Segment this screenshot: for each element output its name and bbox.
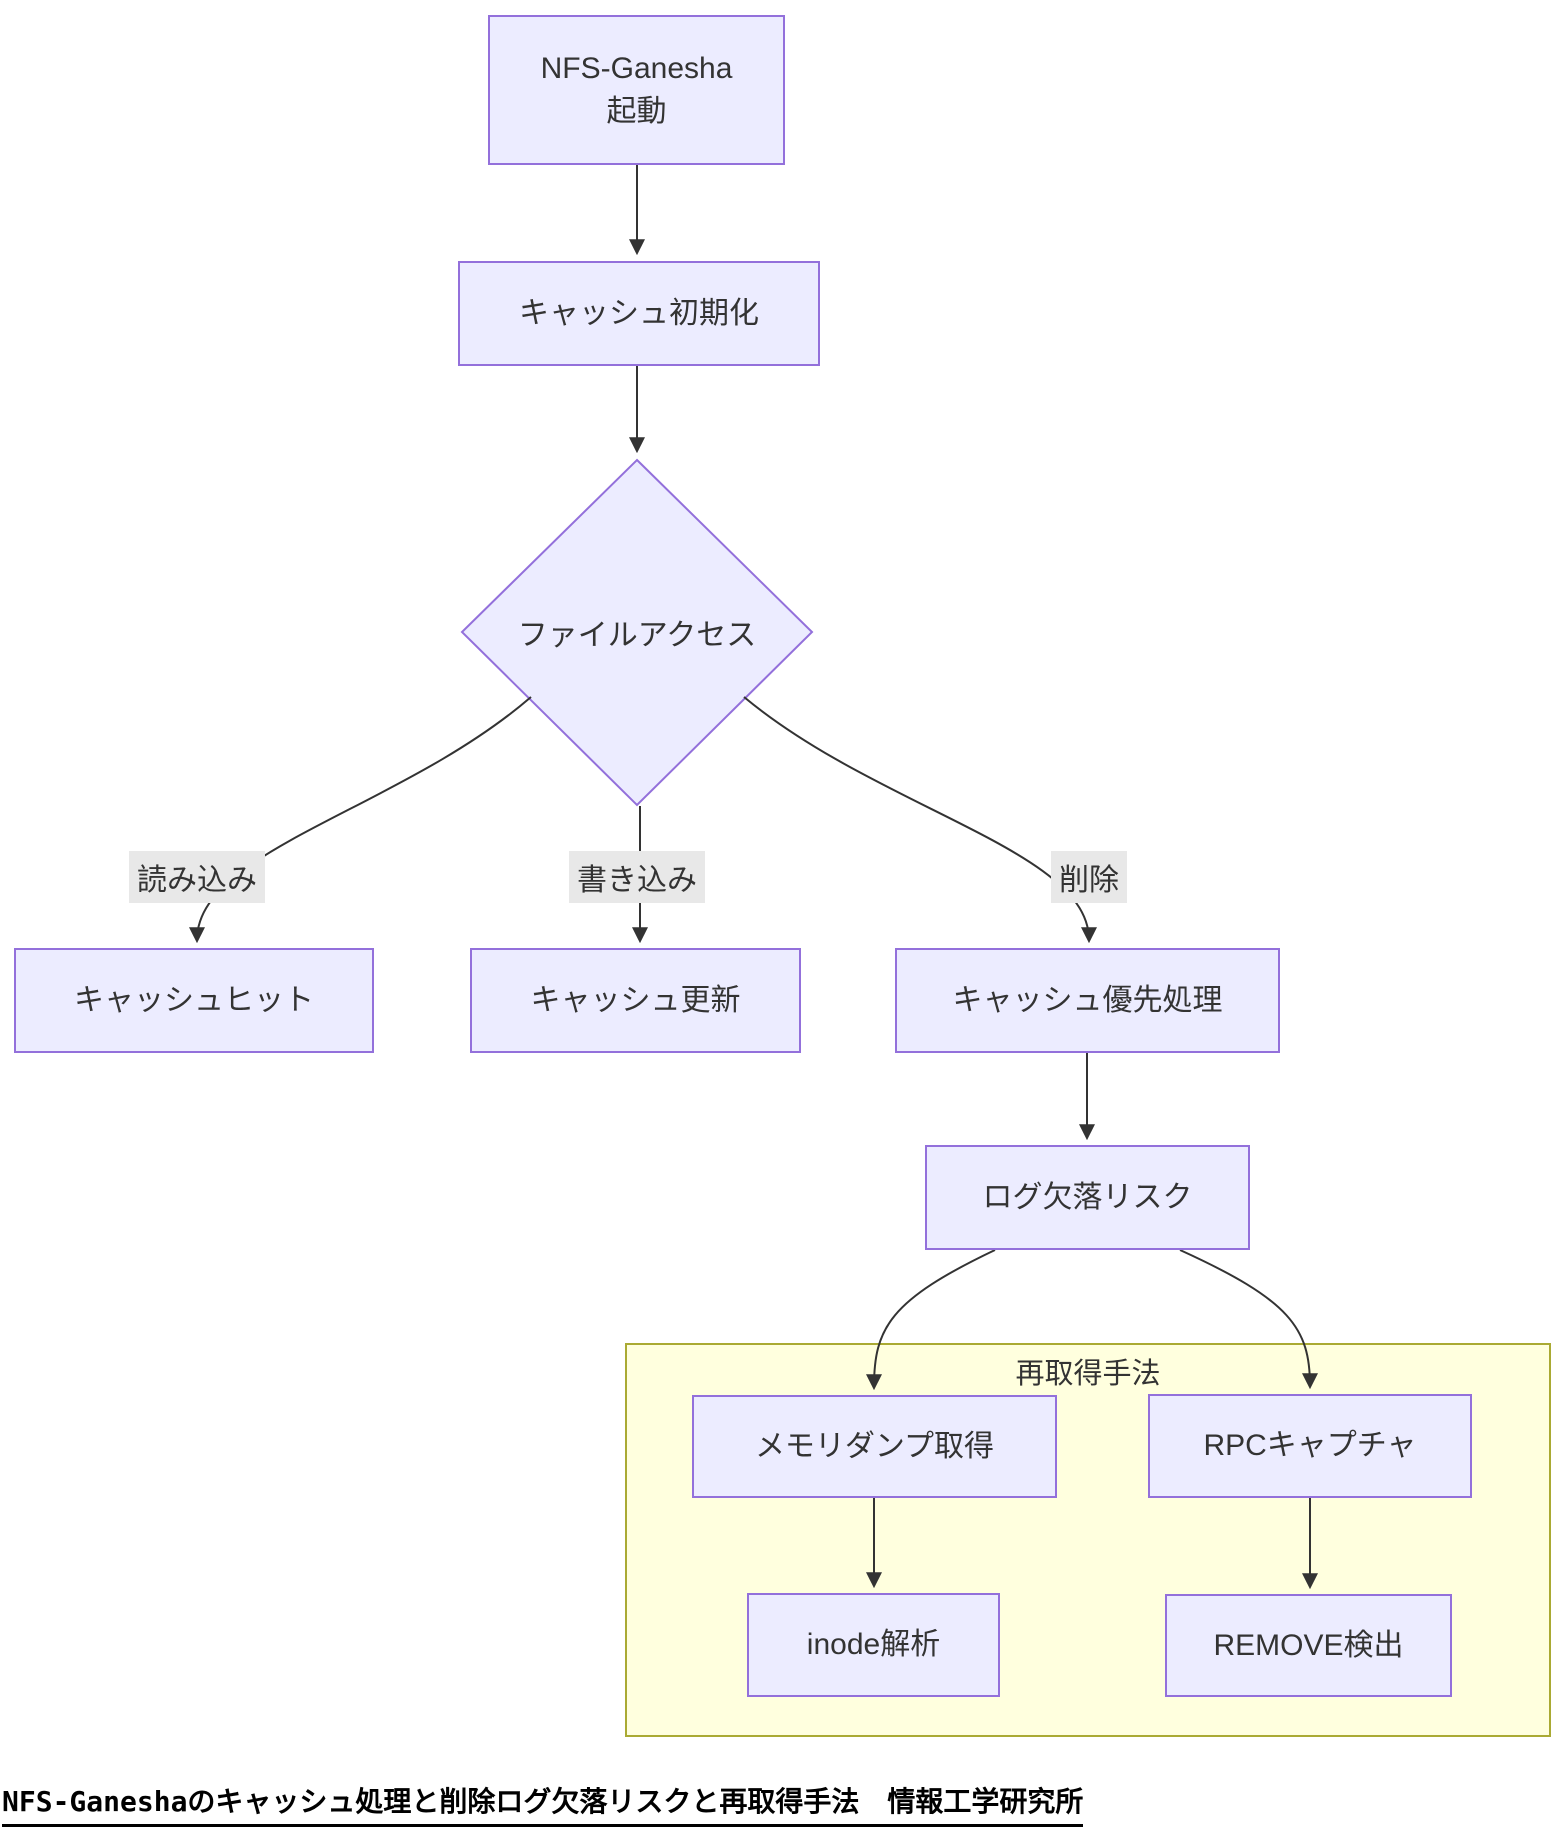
node-log-risk: ログ欠落リスク [925,1145,1250,1250]
edge-decision-priority [743,696,1097,944]
node-cache-init: キャッシュ初期化 [458,261,820,366]
diagram-title: NFS-Ganeshaのキャッシュ処理と削除ログ欠落リスクと再取得手法 情報工学… [2,1780,1084,1827]
edge-decision-hit [189,696,532,944]
node-memory-dump: メモリダンプ取得 [692,1395,1057,1498]
node-start: NFS-Ganesha 起動 [488,15,785,165]
edge-risk-rpc [1179,1249,1318,1390]
decision-diamond [460,458,814,807]
cluster-label: 再取得手法 [1015,1358,1161,1390]
edge-label-write: 書き込み [569,851,705,903]
node-cache-hit: キャッシュヒット [14,948,374,1053]
edge-label-read: 読み込み [129,851,265,903]
edge-label-delete: 削除 [1051,851,1127,903]
node-cache-priority: キャッシュ優先処理 [895,948,1280,1053]
edge-risk-memdump [866,1249,996,1391]
node-decision-label: ファイルアクセス [517,619,757,652]
node-inode-analysis: inode解析 [747,1593,1000,1697]
node-rpc-capture: RPCキャプチャ [1148,1394,1472,1498]
node-remove-detect: REMOVE検出 [1165,1594,1452,1697]
node-cache-update: キャッシュ更新 [470,948,801,1053]
